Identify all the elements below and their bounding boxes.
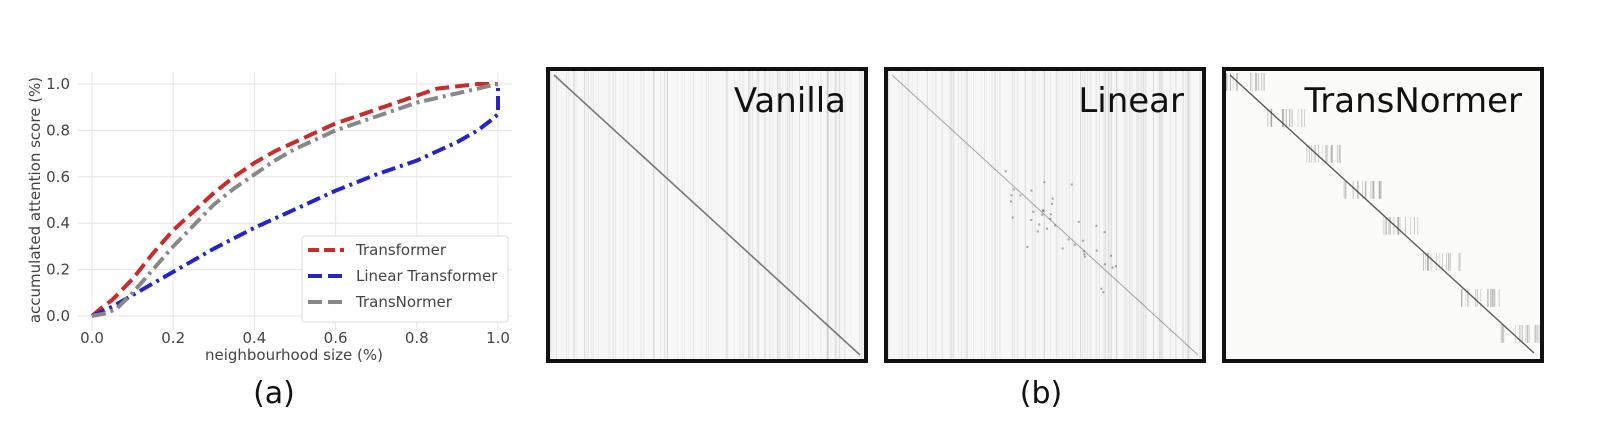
scatter-dot [1051, 197, 1054, 200]
scatter-dot [1054, 224, 1057, 227]
legend-label: Transformer [355, 241, 447, 259]
series-lines [90, 82, 500, 318]
attention-line-chart: 0.0 0.2 0.4 0.6 0.8 1.0 0.0 0.2 0.4 0.6 0.8 1.0 Tra… [26, 72, 512, 364]
scatter-dot [1010, 194, 1013, 197]
attention-map-vanilla [550, 71, 864, 359]
caption-b: (b) [1019, 376, 1063, 411]
axes: 0.0 0.2 0.4 0.6 0.8 1.0 0.0 0.2 0.4 0.6 0.8 1.0 [46, 75, 510, 347]
scatter-dot [1073, 243, 1076, 246]
scatter-dot [1110, 254, 1113, 257]
scatter-dot [1083, 253, 1086, 256]
scatter-dot [1026, 245, 1029, 248]
scatter-dot [1095, 224, 1098, 227]
x-tick-label: 1.0 [486, 329, 510, 347]
scatter-dot [1081, 239, 1084, 242]
legend-box [301, 235, 509, 323]
panel-title-transnormer: TransNormer [1304, 81, 1522, 121]
scatter-dot [1102, 291, 1105, 294]
heatmap-panel-transnormer: TransNormer [1222, 67, 1544, 363]
scatter-dot [1049, 217, 1052, 220]
diagonal-block [1461, 289, 1500, 307]
scatter-dot [1082, 250, 1085, 253]
series-line-transnormer [91, 82, 499, 318]
y-tick-label: 0.0 [46, 307, 70, 325]
series-line-linear-transformer [91, 84, 500, 318]
scatter-dot [1045, 227, 1048, 230]
y-tick-label: 0.2 [46, 261, 70, 279]
scatter-dot [1111, 266, 1114, 269]
scatter-dot [1030, 218, 1033, 221]
scatter-dot [1012, 188, 1015, 191]
scatter-dot [1049, 213, 1052, 216]
scatter-dot [1011, 216, 1014, 219]
panel-title-vanilla: Vanilla [733, 81, 846, 121]
attention-map-linear [888, 71, 1202, 359]
scatter-dot [1030, 189, 1033, 192]
x-tick-label: 0.8 [405, 329, 429, 347]
diagonal-line [1229, 74, 1535, 354]
diagonal-block [1423, 253, 1461, 271]
scatter-dot [1043, 181, 1046, 184]
x-tick-label: 0.6 [324, 329, 348, 347]
legend-label: Linear Transformer [356, 267, 498, 285]
map-background [888, 71, 1202, 359]
scatter-dot [1038, 223, 1041, 226]
x-tick-label: 0.4 [242, 329, 266, 347]
scatter-dot [1104, 263, 1107, 266]
attention-map-transnormer [1226, 71, 1540, 359]
diagonal-block [1343, 181, 1382, 199]
scatter-dot [1042, 210, 1045, 213]
y-tick-label: 0.4 [46, 214, 70, 232]
scatter-dot [1100, 287, 1103, 290]
y-tick-label: 0.8 [46, 121, 70, 139]
y-tick-label: 1.0 [46, 75, 70, 93]
legend-label: TransNormer [355, 293, 453, 311]
scatter-dot [1103, 231, 1106, 234]
scatter-dot [1095, 249, 1098, 252]
x-tick-label: 0.2 [161, 329, 185, 347]
series-line-transformer [90, 82, 498, 318]
scatter-dot [1004, 170, 1007, 173]
heatmap-panel-linear: Linear [884, 67, 1206, 363]
x-tick-label: 0.0 [80, 329, 104, 347]
scatter-dot [1083, 255, 1086, 258]
diagonal-line [553, 74, 861, 356]
scatter-dot [1041, 213, 1044, 216]
caption-a: (a) [253, 376, 295, 411]
scatter-dot [1009, 200, 1012, 203]
x-axis-label: neighbourhood size (%) [205, 346, 383, 364]
scatter-dot [1114, 265, 1117, 268]
scatter-dot [1067, 238, 1070, 241]
scatter-dot [1019, 194, 1022, 197]
heatmap-panel-vanilla: Vanilla [546, 67, 868, 363]
scatter-dot [1077, 220, 1080, 223]
scatter-dot [1070, 183, 1073, 186]
scatter-dot [1050, 202, 1053, 205]
scatter-dot [1032, 210, 1035, 213]
diagonal-line [891, 74, 1199, 356]
y-tick-label: 0.6 [46, 168, 70, 186]
panel-title-linear: Linear [1078, 81, 1184, 121]
scatter-dot [1061, 247, 1064, 250]
scatter-dot [1036, 230, 1039, 233]
y-axis-label: accumulated attention score (%) [26, 77, 44, 323]
